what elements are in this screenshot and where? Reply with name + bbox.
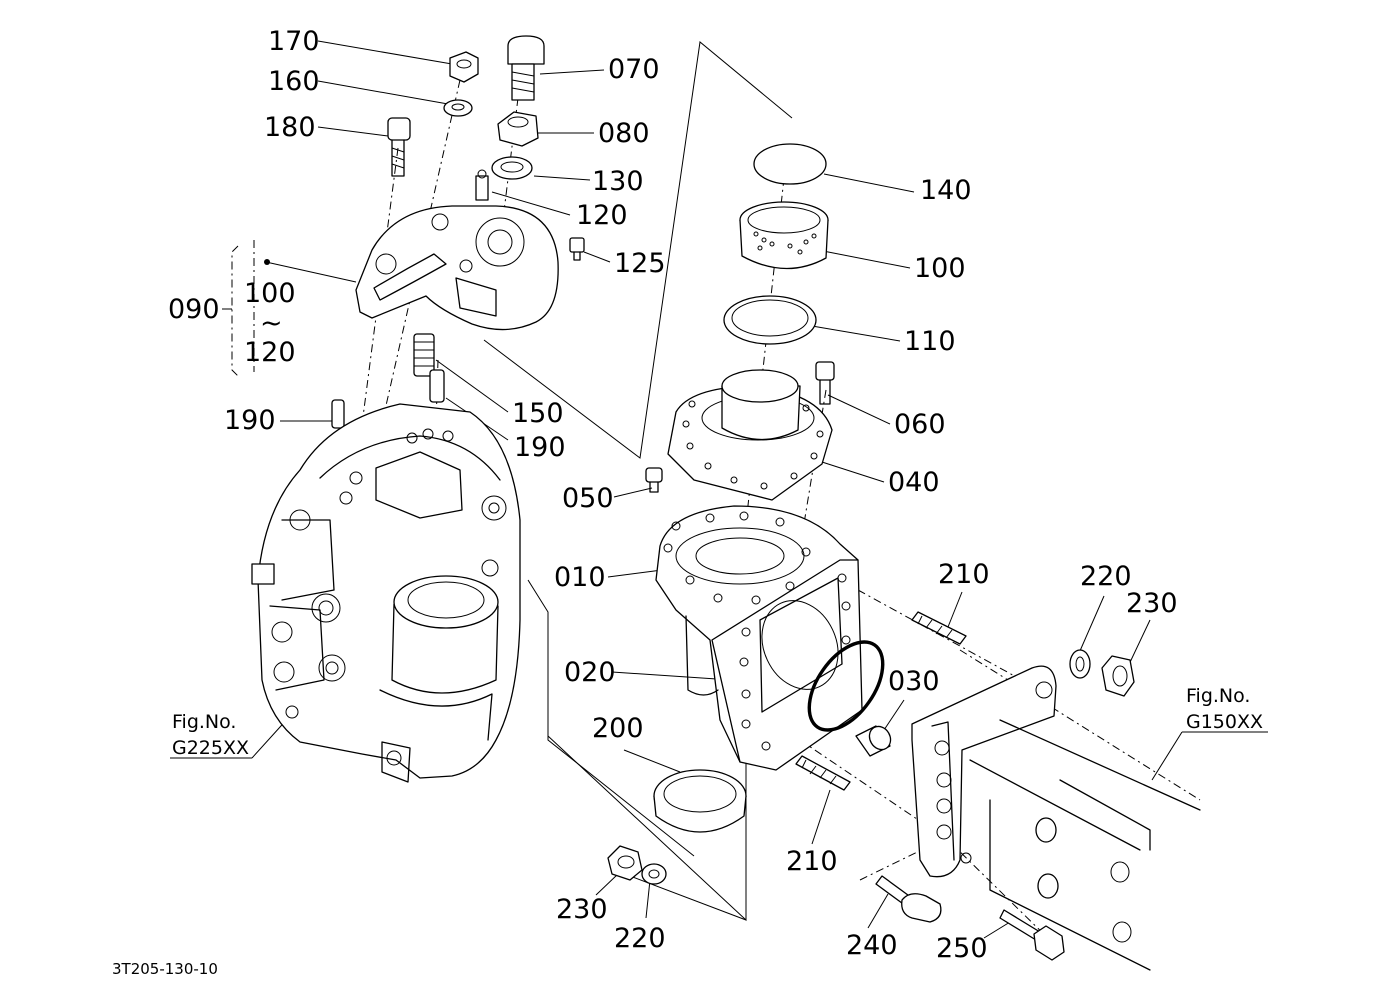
range-bracket-090: [222, 240, 270, 377]
bushing-100: [739, 201, 829, 270]
label-220-right: 220: [1080, 561, 1132, 592]
label-160: 160: [268, 66, 320, 97]
bolt-180: [387, 117, 411, 177]
o-ring-110: [723, 295, 817, 345]
label-190-left: 190: [224, 405, 276, 436]
label-220-left: 220: [614, 923, 666, 954]
bolt-060: [815, 361, 835, 405]
label-210-upper: 210: [938, 559, 990, 590]
label-020: 020: [564, 657, 616, 688]
spring-pin-150: [413, 333, 435, 377]
pin-190-right: [429, 369, 445, 403]
bolt-240: [875, 875, 942, 923]
label-110: 110: [904, 326, 956, 357]
plug-bolt-070: [507, 35, 545, 101]
label-150: 150: [512, 398, 564, 429]
nut-230-right: [1101, 655, 1135, 697]
fig-ref-left-line1: Fig.No.: [172, 711, 236, 733]
label-090: 090: [168, 294, 220, 325]
washer-220-right: [1069, 649, 1091, 679]
label-140: 140: [920, 175, 972, 206]
label-060: 060: [894, 409, 946, 440]
pin-190-left: [331, 399, 345, 429]
oil-seal-200: [653, 769, 747, 833]
part-labels: 170 160 180 070 080 130 120 125 090 100 …: [112, 26, 1263, 978]
fig-ref-left-line2: G225XX: [172, 737, 249, 759]
stud-210-lower: [795, 755, 851, 791]
label-030: 030: [888, 666, 940, 697]
collar-030: [855, 725, 892, 757]
fig-ref-right-line2: G150XX: [1186, 711, 1263, 733]
housing-040: [667, 369, 833, 501]
label-180: 180: [264, 112, 316, 143]
washer-220-left: [641, 863, 667, 885]
label-100: 100: [914, 253, 966, 284]
support-bracket: [911, 665, 1057, 878]
label-range-end: 120: [244, 337, 296, 368]
label-040: 040: [888, 467, 940, 498]
front-frame: [969, 719, 1201, 971]
nut-080: [497, 111, 539, 147]
label-010: 010: [554, 562, 606, 593]
plate-140: [753, 143, 827, 185]
label-170: 170: [268, 26, 320, 57]
label-190-right: 190: [514, 432, 566, 463]
label-200: 200: [592, 713, 644, 744]
label-210-lower: 210: [786, 846, 838, 877]
label-130: 130: [592, 166, 644, 197]
stud-210-upper: [911, 611, 967, 645]
label-125: 125: [614, 248, 666, 279]
label-range-start: 100: [244, 278, 296, 309]
label-range-tilde: ~: [260, 308, 283, 339]
label-240: 240: [846, 930, 898, 961]
washer-160: [443, 99, 473, 117]
fig-ref-right-line1: Fig.No.: [1186, 685, 1250, 707]
nut-170: [449, 51, 479, 83]
bolt-250: [999, 909, 1065, 961]
plug-050: [645, 467, 663, 493]
label-080: 080: [598, 118, 650, 149]
label-230-right: 230: [1126, 588, 1178, 619]
label-250: 250: [936, 933, 988, 964]
document-code: 3T205-130-10: [112, 960, 218, 978]
label-070: 070: [608, 54, 660, 85]
seal-130: [491, 156, 533, 180]
label-120: 120: [576, 200, 628, 231]
plug-125: [569, 237, 585, 261]
nut-230-left: [607, 845, 643, 881]
label-230-left: 230: [556, 894, 608, 925]
steering-arm-090: [355, 205, 559, 331]
front-gear-case: [251, 403, 521, 783]
grease-nipple-120: [475, 169, 489, 201]
label-050: 050: [562, 483, 614, 514]
o-ring-030: [807, 640, 885, 732]
